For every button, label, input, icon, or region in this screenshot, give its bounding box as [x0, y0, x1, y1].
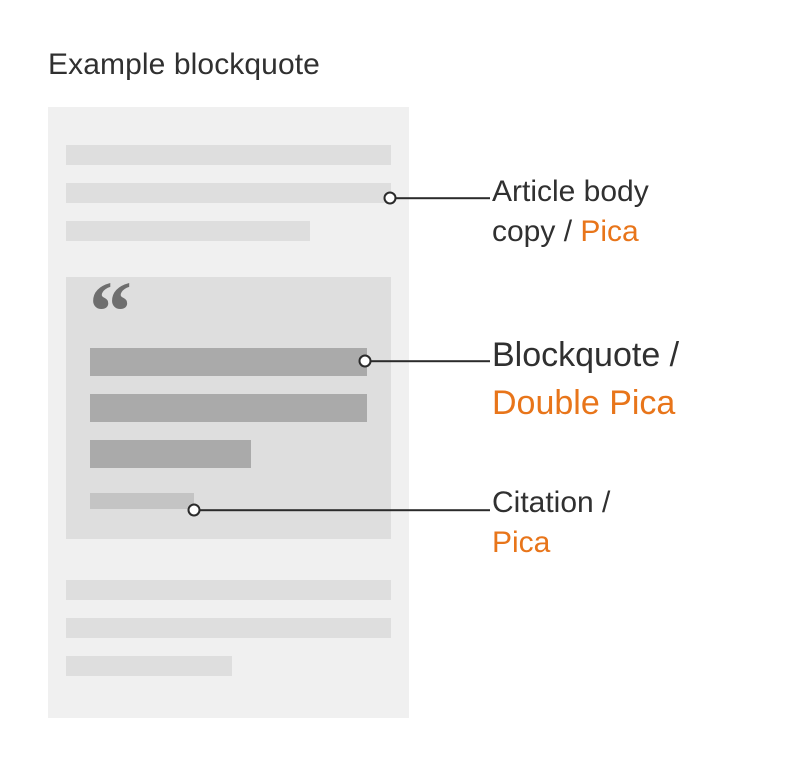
connector-endpoint-dot: [383, 191, 397, 205]
article-layout-wireframe: “: [48, 107, 409, 718]
callout-accent-term: Pica: [492, 526, 551, 559]
body-text-line: [66, 618, 391, 638]
connector-line: [198, 509, 490, 511]
connector-citation: [187, 503, 490, 517]
callout-label-line2: copy /: [492, 215, 581, 248]
body-text-line: [66, 221, 310, 241]
callout-accent-term: Double Pica: [492, 384, 676, 422]
blockquote-text-line: [90, 394, 367, 422]
blockquote-text-lines: [90, 348, 367, 486]
connector-line: [369, 360, 490, 362]
body-text-line: [66, 656, 232, 676]
connector-endpoint-dot: [358, 354, 372, 368]
callout-label-line1: Blockquote /: [492, 336, 680, 374]
blockquote-block: “: [66, 268, 391, 539]
article-body-paragraph-top: [66, 145, 391, 241]
article-body-paragraph-bottom: [66, 580, 391, 676]
blockquote-text-line: [90, 440, 251, 468]
connector-endpoint-dot: [187, 503, 201, 517]
callout-citation: Citation / Pica: [492, 483, 772, 563]
body-text-line: [66, 145, 391, 165]
body-text-line: [66, 183, 391, 203]
callout-article-body-copy: Article body copy / Pica: [492, 172, 772, 252]
page-title: Example blockquote: [48, 48, 320, 81]
citation-line: [90, 493, 194, 509]
blockquote-text-line: [90, 348, 367, 376]
connector-line: [394, 197, 490, 199]
connector-blockquote: [358, 354, 490, 368]
callout-label-line1: Citation /: [492, 486, 611, 519]
connector-article-body: [383, 191, 490, 205]
callout-label-line1: Article body: [492, 175, 649, 208]
body-text-line: [66, 580, 391, 600]
callout-accent-term: Pica: [580, 215, 639, 248]
quote-mark-icon: “: [89, 263, 132, 359]
callout-blockquote: Blockquote / Double Pica: [492, 331, 782, 427]
